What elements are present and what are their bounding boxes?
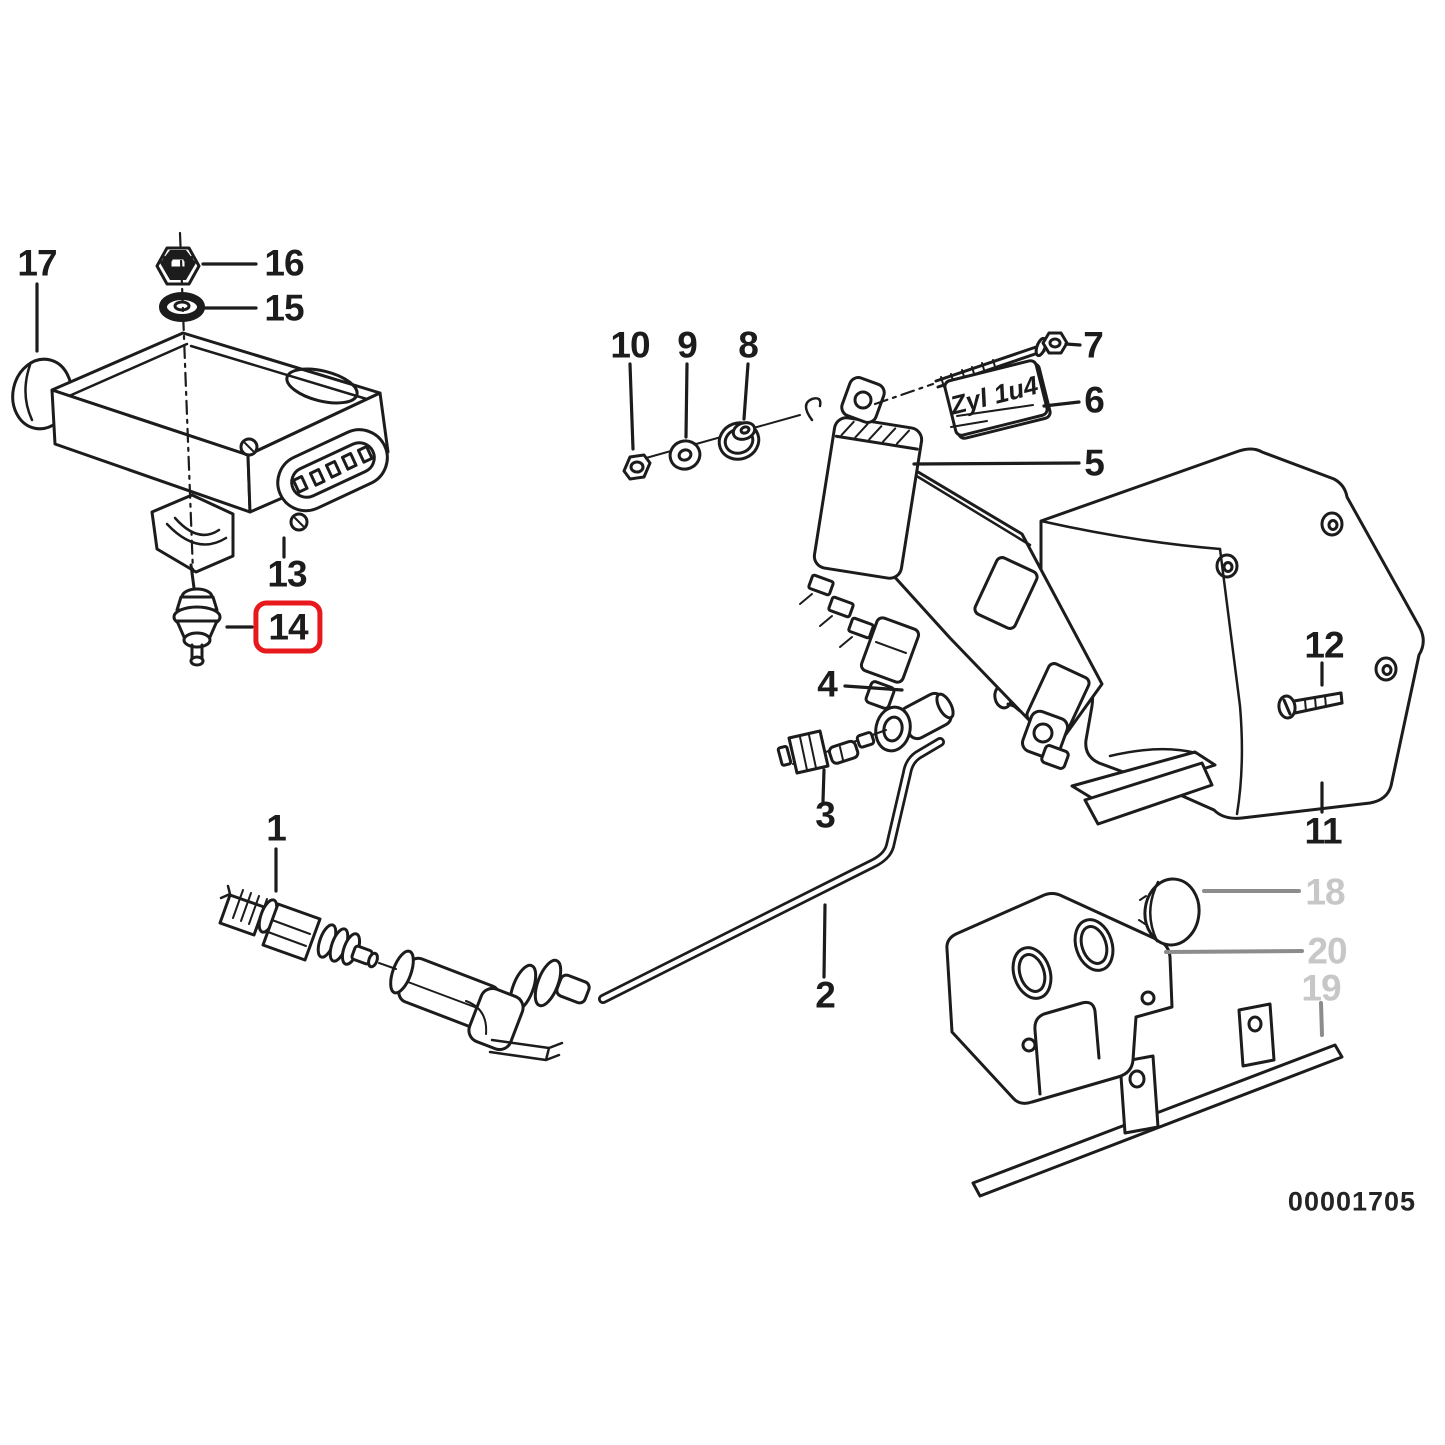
connector-drawing — [776, 729, 887, 775]
control-unit-drawing — [50, 331, 390, 574]
mount-bracket-drawing — [971, 1002, 1344, 1198]
part-label-10[interactable]: 10 — [610, 324, 650, 366]
ignition-coil-drawing — [799, 376, 935, 710]
screw-12-drawing — [1277, 691, 1344, 720]
plug-cap-drawing — [389, 949, 591, 1062]
small-cap-drawing — [1138, 877, 1201, 947]
diagram-code: 00001705 — [1287, 1186, 1417, 1217]
muted-leader-lines — [1164, 889, 1324, 1037]
part-label-12[interactable]: 12 — [1304, 624, 1344, 666]
part-label-8[interactable]: 8 — [738, 324, 759, 366]
hex-nut-drawing — [155, 246, 201, 286]
part-label-20[interactable]: 20 — [1307, 930, 1347, 972]
part-label-15[interactable]: 15 — [264, 287, 304, 329]
part-label-18[interactable]: 18 — [1305, 871, 1345, 913]
part-label-11[interactable]: 11 — [1304, 810, 1342, 852]
part-label-2[interactable]: 2 — [815, 974, 836, 1016]
part-label-17[interactable]: 17 — [17, 242, 57, 284]
spark-plug-drawing — [218, 884, 397, 970]
coil-holder-drawing — [870, 458, 1104, 770]
part-label-5[interactable]: 5 — [1084, 442, 1105, 484]
leader-lines — [35, 262, 1324, 979]
part-label-6[interactable]: 6 — [1084, 379, 1105, 421]
part-label-3[interactable]: 3 — [815, 794, 836, 836]
fastener-row-drawing — [622, 414, 801, 481]
part-label-16[interactable]: 16 — [264, 242, 304, 284]
part-label-7[interactable]: 7 — [1083, 324, 1104, 366]
coil-terminals-drawing — [799, 573, 921, 710]
part-label-9[interactable]: 9 — [677, 324, 698, 366]
cylinder-tag-drawing: Zyl 1u4 — [943, 359, 1052, 440]
rubber-mount-drawing — [172, 563, 222, 667]
center-axis-line — [178, 231, 195, 574]
part-label-19[interactable]: 19 — [1301, 967, 1341, 1009]
housing-cover-drawing — [993, 447, 1425, 826]
ignition-cable-drawing — [598, 691, 955, 1004]
part-label-13[interactable]: 13 — [267, 553, 307, 595]
part-label-1[interactable]: 1 — [266, 807, 287, 849]
part-label-14-highlighted[interactable]: 14 — [253, 600, 323, 654]
part-label-4[interactable]: 4 — [817, 663, 838, 705]
